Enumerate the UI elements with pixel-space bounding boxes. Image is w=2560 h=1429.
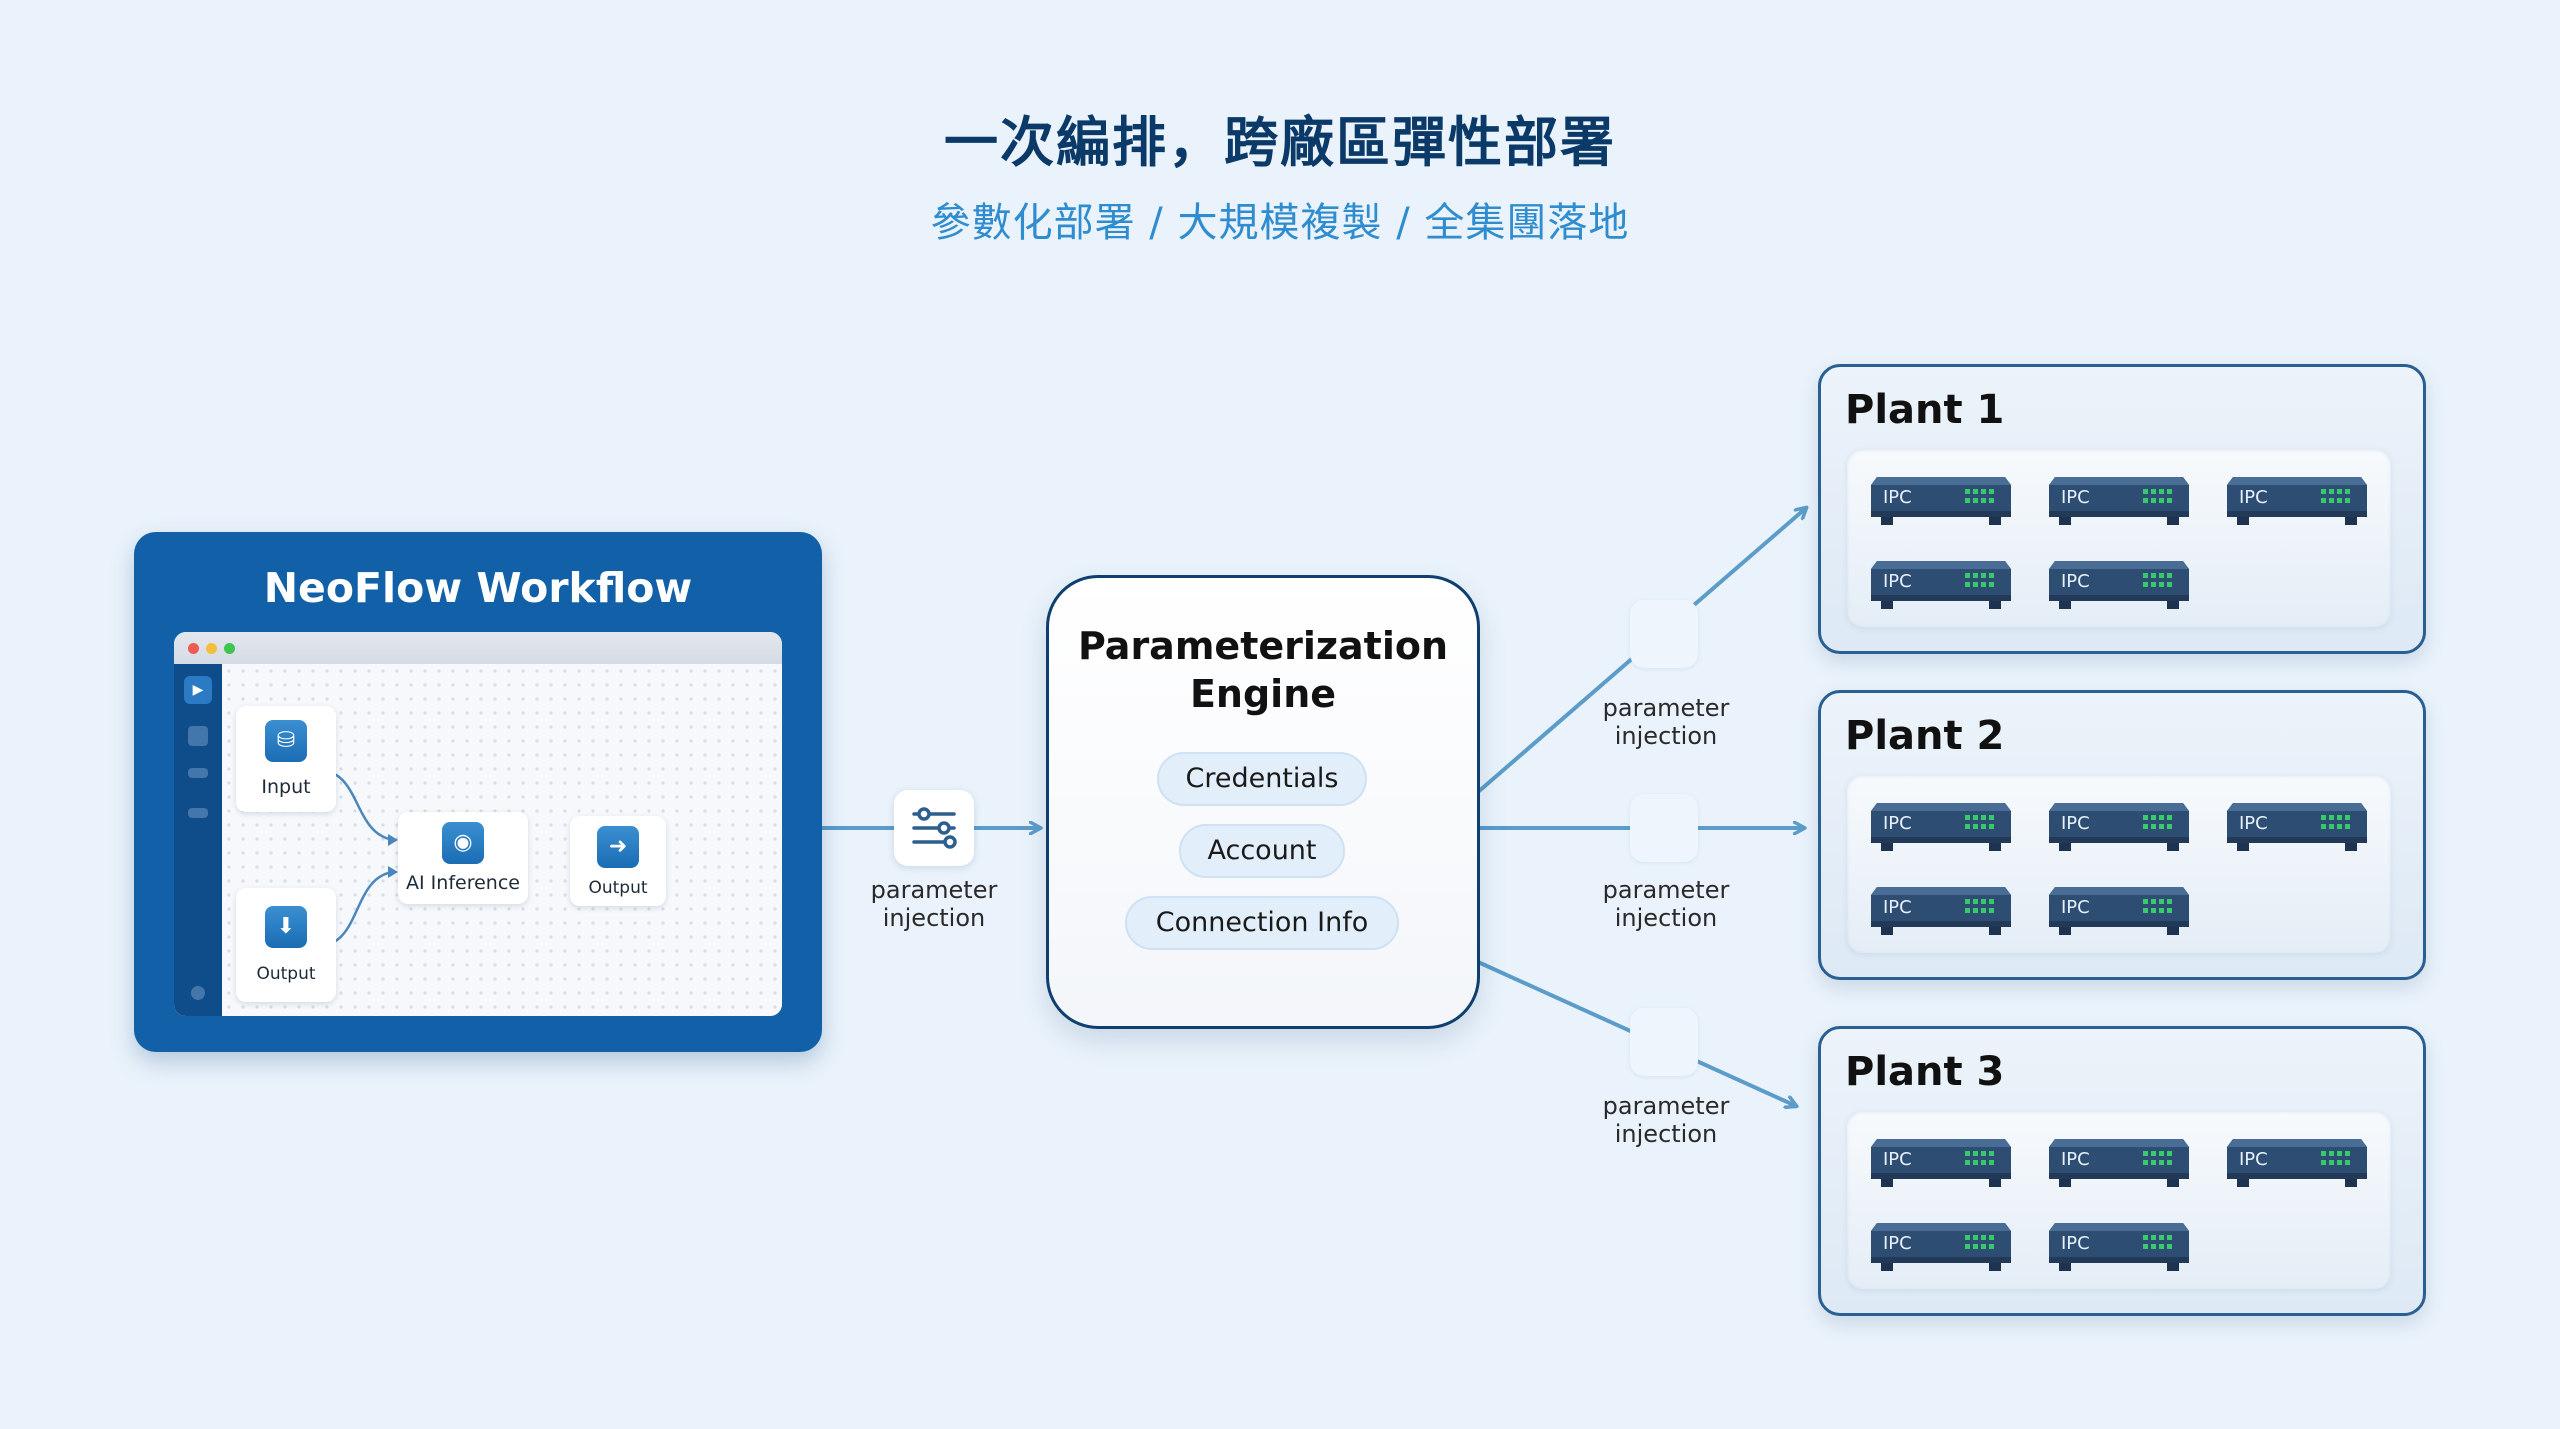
param-injection-label-plant-3: parameter injection	[1602, 1092, 1730, 1148]
workflow-app-window: ▶ ⛁ Input ◉ AI	[174, 632, 782, 1016]
ipc-device[interactable]: IPC	[2047, 875, 2191, 939]
workflow-title: NeoFlow Workflow	[263, 564, 693, 612]
app-sidebar: ▶	[174, 664, 222, 1016]
ipc-device[interactable]: IPC	[2047, 1211, 2191, 1275]
page-subtitle: 參數化部署 / 大規模複製 / 全集團落地	[930, 200, 1630, 246]
plant-device-area: IPC IPC IPC IPC	[1847, 775, 2391, 953]
ipc-device[interactable]: IPC	[2047, 791, 2191, 855]
database-icon: ⛁	[265, 720, 307, 762]
workflow-node-output-right[interactable]: ➜ Output	[570, 816, 666, 906]
ipc-device[interactable]: IPC	[1869, 1127, 2013, 1191]
workflow-node-output-bottom[interactable]: ⬇ Output	[236, 888, 336, 1002]
workflow-node-input[interactable]: ⛁ Input	[236, 706, 336, 812]
ai-chip-icon: ◉	[442, 822, 484, 864]
plant-device-area: IPC IPC IPC IPC	[1847, 1111, 2391, 1289]
ipc-device-label: IPC	[1883, 487, 1912, 508]
ipc-device[interactable]: IPC	[1869, 791, 2013, 855]
ipc-device-label: IPC	[1883, 1233, 1912, 1254]
ipc-device-label: IPC	[1883, 897, 1912, 918]
engine-item-credentials[interactable]: Credentials	[1157, 752, 1367, 806]
minimize-dot-icon	[206, 643, 217, 654]
ipc-device[interactable]: IPC	[2225, 1127, 2369, 1191]
ipc-device-label: IPC	[2061, 1233, 2090, 1254]
ipc-device[interactable]: IPC	[1869, 549, 2013, 613]
engine-item-account[interactable]: Account	[1179, 824, 1345, 878]
ipc-device-label: IPC	[1883, 1149, 1912, 1170]
ipc-device-label: IPC	[1883, 813, 1912, 834]
engine-item-connection-info[interactable]: Connection Info	[1125, 896, 1399, 950]
ipc-device[interactable]: IPC	[1869, 1211, 2013, 1275]
ipc-device-label: IPC	[2239, 1149, 2268, 1170]
plant-title: Plant 3	[1845, 1049, 2005, 1095]
sidebar-nav-icon	[188, 726, 208, 746]
param-injection-label-plant-1: parameter injection	[1602, 694, 1730, 750]
node-label-output-bottom: Output	[256, 964, 316, 984]
workflow-node-ai-inference[interactable]: ◉ AI Inference	[398, 812, 528, 904]
workflow-canvas: ⛁ Input ◉ AI Inference ➜ Output ⬇ Output	[222, 664, 782, 1016]
ipc-device-label: IPC	[2061, 487, 2090, 508]
maximize-dot-icon	[224, 643, 235, 654]
param-injection-label-plant-2: parameter injection	[1602, 876, 1730, 932]
ipc-device-label: IPC	[1883, 571, 1912, 592]
node-label-output-right: Output	[588, 878, 648, 898]
play-icon: ▶	[184, 676, 212, 704]
injection-placeholder-3	[1630, 1008, 1698, 1076]
output-icon: ⬇	[265, 906, 307, 948]
page-title: 一次編排，跨廠區彈性部署	[944, 111, 1616, 174]
plant-device-area: IPC IPC IPC IPC	[1847, 449, 2391, 627]
ipc-device[interactable]: IPC	[2047, 1127, 2191, 1191]
parameterization-engine: Parameterization Engine Credentials Acco…	[1046, 575, 1480, 1029]
window-titlebar	[174, 632, 782, 664]
arrow-right-icon: ➜	[597, 826, 639, 868]
plant-title: Plant 2	[1845, 713, 2005, 759]
ipc-device[interactable]: IPC	[1869, 465, 2013, 529]
plant-1: Plant 1 IPC IPC IPC	[1818, 364, 2426, 654]
ipc-device-label: IPC	[2239, 487, 2268, 508]
sidebar-list-icon	[188, 768, 208, 778]
ipc-device[interactable]: IPC	[2047, 549, 2191, 613]
ipc-device-label: IPC	[2061, 571, 2090, 592]
plant-2: Plant 2 IPC IPC IPC	[1818, 690, 2426, 980]
sidebar-settings-icon	[191, 986, 205, 1000]
ipc-device-label: IPC	[2061, 897, 2090, 918]
ipc-device-label: IPC	[2061, 1149, 2090, 1170]
ipc-device[interactable]: IPC	[2047, 465, 2191, 529]
sliders-icon	[912, 807, 957, 849]
sidebar-menu-icon	[188, 808, 208, 818]
ipc-device[interactable]: IPC	[1869, 875, 2013, 939]
injection-placeholder-1	[1630, 600, 1698, 668]
ipc-device-label: IPC	[2061, 813, 2090, 834]
engine-title: Parameterization Engine	[1077, 624, 1449, 716]
node-label-input: Input	[261, 776, 311, 798]
param-injection-label-workflow: parameter injection	[870, 876, 998, 932]
injection-placeholder-2	[1630, 794, 1698, 862]
close-dot-icon	[188, 643, 199, 654]
ipc-device[interactable]: IPC	[2225, 791, 2369, 855]
node-label-ai-inference: AI Inference	[406, 872, 520, 894]
ipc-device-label: IPC	[2239, 813, 2268, 834]
plant-title: Plant 1	[1845, 387, 2005, 433]
neoflow-workflow-panel: NeoFlow Workflow ▶	[134, 532, 822, 1052]
ipc-device[interactable]: IPC	[2225, 465, 2369, 529]
plant-3: Plant 3 IPC IPC IPC	[1818, 1026, 2426, 1316]
sliders-icon-box	[894, 790, 974, 866]
